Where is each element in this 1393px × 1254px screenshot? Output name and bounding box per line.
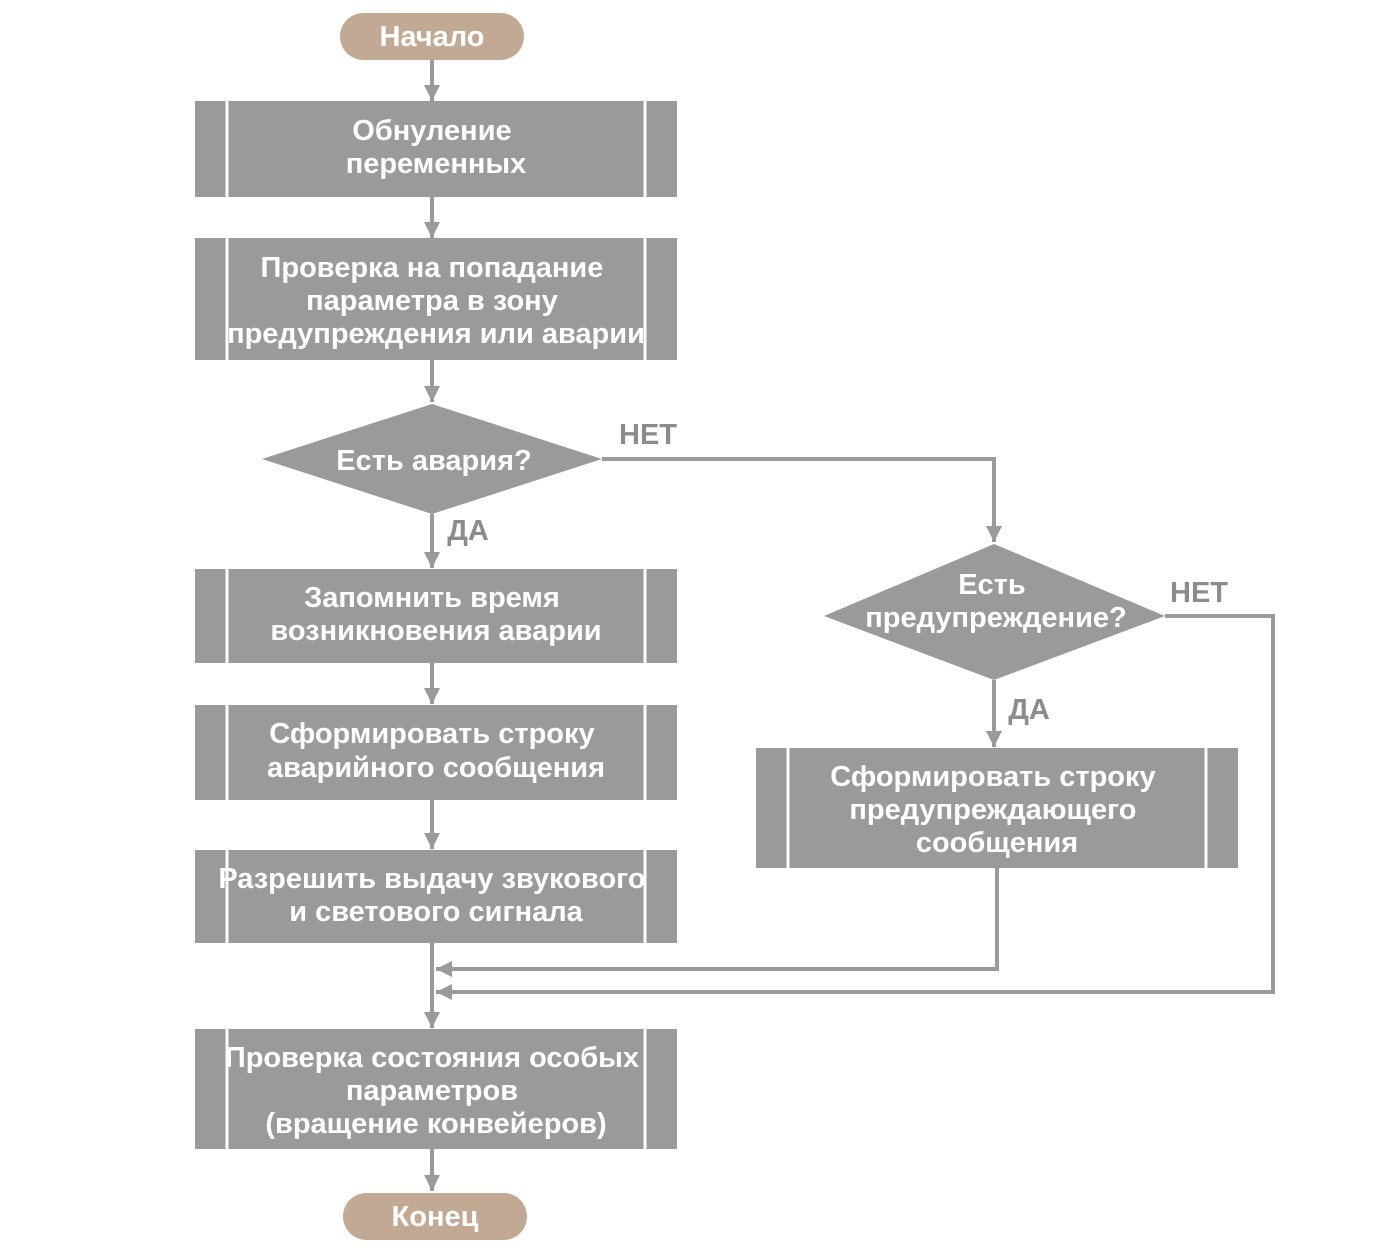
- decision-alarm-yes-label: ДА: [447, 515, 489, 547]
- start-shape: [340, 13, 524, 60]
- process-reset-shape: [195, 101, 677, 197]
- decision-alarm: Есть авария? НЕТ ДА: [262, 404, 677, 547]
- process-check-special-shape: [195, 1029, 677, 1149]
- process-remember-time-shape: [195, 569, 677, 663]
- process-warning-message-label: Сформировать строку предупреждающего соо…: [830, 752, 1163, 859]
- decision-warning-yes-label: ДА: [1008, 694, 1050, 726]
- start-terminal: Начало: [340, 13, 524, 60]
- end-label: Конец: [392, 1201, 479, 1233]
- end-shape: [343, 1193, 527, 1240]
- decision-alarm-no-label: НЕТ: [619, 419, 677, 451]
- start-label: Начало: [379, 21, 484, 53]
- process-enable-signal-shape: [195, 850, 677, 943]
- connector-warning-no: [436, 614, 1275, 1000]
- process-reset-label: Обнуление переменных: [346, 106, 527, 180]
- process-check-zone: Проверка на попадание параметра в зону п…: [195, 238, 677, 360]
- decision-warning-shape: [824, 544, 1165, 680]
- process-alarm-message: Сформировать строку аварийного сообщения: [195, 705, 677, 800]
- process-check-special: Проверка состояния особых параметров (вр…: [195, 1029, 677, 1149]
- connector-warnmsg-merge: [436, 868, 999, 977]
- process-reset: Обнуление переменных: [195, 101, 677, 197]
- connectors: [424, 60, 1275, 1191]
- process-check-special-label: Проверка состояния особых параметров (вр…: [225, 1033, 647, 1140]
- process-warning-message: Сформировать строку предупреждающего соо…: [756, 748, 1238, 868]
- decision-warning-label: Есть предупреждение?: [865, 560, 1127, 634]
- process-enable-signal: Разрешить выдачу звукового и светового с…: [195, 850, 677, 943]
- process-warning-message-shape: [756, 748, 1238, 868]
- connector-alarm-no: [602, 457, 1002, 542]
- process-remember-time-label: Запомнить время возникновения аварии: [270, 573, 601, 647]
- process-enable-signal-label: Разрешить выдачу звукового и светового с…: [218, 854, 653, 928]
- process-check-zone-label: Проверка на попадание параметра в зону п…: [227, 243, 645, 350]
- decision-alarm-label: Есть авария?: [336, 445, 531, 477]
- end-terminal: Конец: [343, 1193, 527, 1240]
- process-remember-time: Запомнить время возникновения аварии: [195, 569, 677, 663]
- process-alarm-message-shape: [195, 705, 677, 800]
- process-alarm-message-label: Сформировать строку аварийного сообщения: [267, 709, 605, 784]
- decision-warning: Есть предупреждение? НЕТ ДА: [824, 544, 1228, 726]
- decision-warning-no-label: НЕТ: [1170, 577, 1228, 609]
- process-check-zone-shape: [195, 238, 677, 360]
- decision-alarm-shape: [262, 404, 602, 514]
